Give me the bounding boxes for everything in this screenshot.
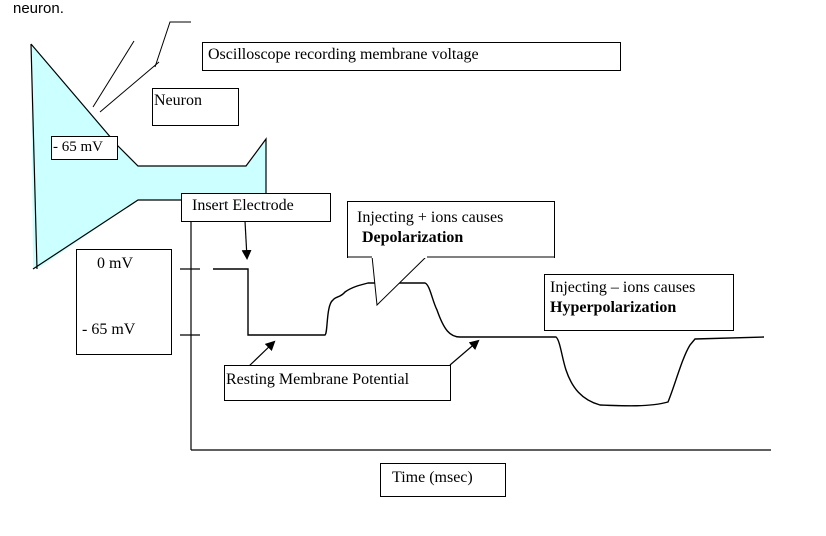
- graph-axes: [180, 220, 771, 451]
- hyperpolarization-label: Injecting – ions causes Hyperpolarizatio…: [544, 274, 734, 331]
- insert-electrode-label: Insert Electrode: [181, 193, 331, 222]
- resting-potential-label: Resting Membrane Potential: [224, 365, 451, 401]
- membrane-voltage-label: - 65 mV: [51, 136, 118, 160]
- depolarization-callout-tail: [371, 255, 428, 307]
- depolarization-label-line1: Injecting + ions causes: [357, 209, 504, 226]
- electrode: [92, 21, 191, 113]
- insert-electrode-label-text: Insert Electrode: [192, 197, 294, 214]
- voltage-trace: [213, 268, 765, 407]
- membrane-voltage-label-text: - 65 mV: [53, 139, 103, 155]
- neuron-shape: [31, 44, 266, 269]
- resting-arrow-right: [449, 339, 480, 366]
- hyperpolarization-label-line2: Hyperpolarization: [550, 299, 677, 316]
- time-axis-label: Time (msec): [380, 463, 506, 497]
- arrows: [241, 220, 480, 369]
- time-axis-label-text: Time (msec): [392, 469, 473, 486]
- insert-electrode-arrow: [241, 220, 252, 260]
- hyperpolarization-label-line1: Injecting – ions causes: [550, 279, 696, 296]
- resting-arrow-left: [246, 340, 276, 369]
- y-tick-label-neg65: - 65 mV: [82, 321, 136, 338]
- depolarization-label: Injecting + ions causes Depolarization: [347, 201, 555, 258]
- y-tick-label-0: 0 mV: [97, 255, 133, 272]
- top-caption: neuron.: [13, 0, 64, 17]
- depolarization-label-line2: Depolarization: [362, 229, 464, 246]
- oscilloscope-label: Oscilloscope recording membrane voltage: [202, 42, 621, 71]
- neuron-label: Neuron: [152, 88, 239, 126]
- oscilloscope-label-text: Oscilloscope recording membrane voltage: [208, 46, 479, 63]
- y-axis-label-box: 0 mV - 65 mV: [76, 249, 172, 355]
- resting-potential-label-text: Resting Membrane Potential: [226, 371, 410, 388]
- neuron-label-text: Neuron: [154, 92, 202, 109]
